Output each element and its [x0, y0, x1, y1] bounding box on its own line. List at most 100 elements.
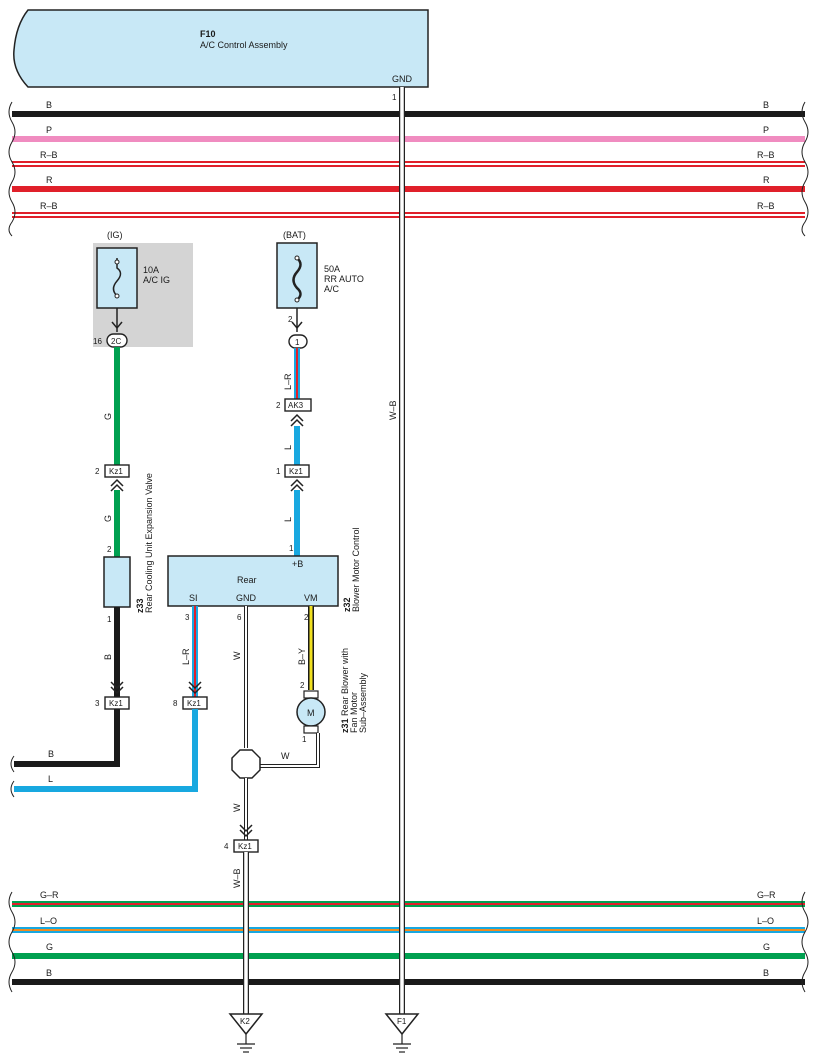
valve-id: z33: [135, 598, 145, 613]
bus-label-left: R–B: [40, 201, 58, 211]
wire-label-l: L: [283, 517, 293, 522]
connector-label: Kz1: [187, 699, 201, 708]
pin-vm: VM: [304, 593, 318, 603]
connector-pin: 4: [224, 842, 229, 851]
wire-w-down: W: [232, 778, 253, 840]
bus-label-right: G: [763, 942, 770, 952]
wire-b-y: B–Y: [297, 606, 314, 690]
bus-wire-r: R R: [12, 175, 805, 192]
bus-wire-l-o: L–O L–O: [12, 916, 805, 933]
fuse-bat-name-1: RR AUTO: [324, 274, 364, 284]
wire-label-l-r: L–R: [283, 373, 293, 390]
pin-si-num: 3: [185, 613, 190, 622]
connector-label: Kz1: [109, 467, 123, 476]
wire-label-g: G: [103, 413, 113, 420]
fuse-bat-rating: 50A: [324, 264, 340, 274]
motor-z31: 2 M 1 z31 Rear Blower with Fan Motor Sub…: [296, 648, 368, 744]
bus-label-right: L–O: [757, 916, 774, 926]
fuse-ig-rating: 10A: [143, 265, 159, 275]
connector-2c-label: 2C: [111, 337, 121, 346]
connector-pin: 8: [173, 699, 178, 708]
connector-2c-pin: 16: [93, 337, 102, 346]
wire-l-r-si: L–R: [181, 606, 202, 697]
wire-w-gnd: W: [232, 606, 248, 748]
ground-k2: K2: [228, 1013, 264, 1053]
module-name: A/C Control Assembly: [200, 40, 288, 50]
wire-label-w: W: [232, 651, 242, 660]
fuse-ig: (IG) 10A A/C IG 2C 16: [93, 230, 193, 348]
motor-pin-top: 2: [300, 681, 305, 690]
bus-label-right: P: [763, 125, 769, 135]
pin-si: SI: [189, 593, 198, 603]
wire-b-exit: [14, 709, 120, 767]
motor-name-2: Fan Motor: [349, 692, 359, 733]
connector-kz1-c: Kz1 3: [95, 696, 130, 710]
connector-pin: 3: [95, 699, 100, 708]
connector-kz1-e: Kz1 4: [224, 839, 259, 853]
connector-pin: 1: [276, 467, 281, 476]
bus-label-left: R: [46, 175, 53, 185]
bottom-bus: G–R G–R L–O L–O G G B B: [8, 890, 809, 993]
valve-pin-top: 2: [107, 545, 112, 554]
module-f10: F10 A/C Control Assembly GND 1: [13, 9, 429, 102]
pin-plus-b-num: 1: [289, 544, 294, 553]
wire-label-b: B: [103, 654, 113, 660]
bus-wire-b: B B: [12, 100, 805, 117]
wire-label-w-b: W–B: [388, 400, 398, 420]
bus-label-right: R–B: [757, 150, 775, 160]
motor-name-1: Rear Blower with: [340, 648, 350, 716]
bus-label-left: P: [46, 125, 52, 135]
fuse-bat-name-2: A/C: [324, 284, 340, 294]
wire-label-g: G: [103, 515, 113, 522]
bus-label-left: B: [46, 100, 52, 110]
bus-label-right: R: [763, 175, 770, 185]
connector-label: Kz1: [289, 467, 303, 476]
wire-g: G G: [103, 347, 120, 557]
wire-label-w: W: [281, 751, 290, 761]
module-id: F10: [200, 29, 216, 39]
wire-label-w-b: W–B: [232, 868, 242, 888]
fuse-bat: (BAT) 50A RR AUTO A/C 2 1: [276, 230, 364, 349]
fuse-ig-source: (IG): [107, 230, 123, 240]
ground-label: F1: [397, 1017, 407, 1026]
pin-gnd: GND: [236, 593, 257, 603]
bus-wire-g: G G: [12, 942, 805, 959]
wire-l-exit: [14, 709, 198, 792]
valve-name: Rear Cooling Unit Expansion Valve: [144, 473, 154, 613]
bus-wire-b: B B: [12, 968, 805, 985]
wire-w-motor: W: [258, 733, 320, 768]
module-gnd-pin: 1: [392, 93, 397, 102]
pin-vm-num: 2: [304, 613, 309, 622]
blower-control-id: z32: [342, 597, 352, 612]
left-exit-l: L: [48, 774, 53, 784]
connector-kz1-d: Kz1 8: [173, 696, 208, 710]
pin-gnd-num: 6: [237, 613, 242, 622]
bus-label-left: B: [46, 968, 52, 978]
splice-junction: [231, 749, 261, 779]
connector-pin: 2: [95, 467, 100, 476]
ground-label: K2: [240, 1017, 250, 1026]
bus-label-left: L–O: [40, 916, 57, 926]
bus-label-right: B: [763, 100, 769, 110]
bus-wire-r-b-2: R–B R–B: [12, 201, 805, 218]
bus-label-left: R–B: [40, 150, 58, 160]
wire-w-b-main: W–B: [388, 87, 405, 1014]
connector-1-label: 1: [295, 338, 300, 347]
module-gnd-label: GND: [392, 74, 413, 84]
motor-pin-bottom: 1: [302, 735, 307, 744]
connector-ak3: AK3 2: [276, 398, 312, 427]
bus-wire-p: P P: [12, 125, 805, 142]
wire-label-l-r: L–R: [181, 648, 191, 665]
fuse-bat-source: (BAT): [283, 230, 306, 240]
pin-plus-b: +B: [292, 559, 303, 569]
fuse-ig-name: A/C IG: [143, 275, 170, 285]
motor-symbol: M: [307, 708, 315, 718]
connector-label: Kz1: [238, 842, 252, 851]
bus-label-right: G–R: [757, 890, 776, 900]
connector-pin: 2: [276, 401, 281, 410]
bus-label-right: R–B: [757, 201, 775, 211]
fuse-bat-pin: 2: [288, 315, 293, 324]
bus-wire-r-b: R–B R–B: [12, 150, 805, 167]
connector-kz1-a: Kz1 2: [95, 464, 130, 492]
